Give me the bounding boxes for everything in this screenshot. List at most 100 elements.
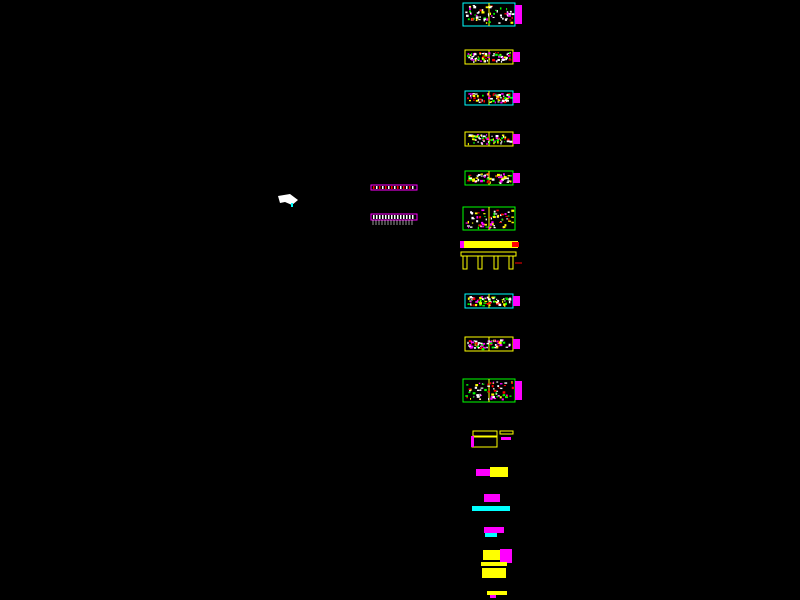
drawing-detail: [494, 344, 497, 346]
drawing-detail: [488, 52, 491, 55]
detail-mark: [484, 494, 500, 502]
drawing-detail: [482, 299, 485, 301]
drawing-detail: [490, 382, 492, 385]
drawing-detail: [470, 340, 473, 343]
drawing-detail: [487, 56, 490, 58]
detail-drawing-1: [471, 430, 514, 448]
drawing-detail: [498, 55, 501, 58]
drawing-detail: [467, 297, 470, 300]
drawing-detail: [497, 98, 500, 101]
drawing-detail: [511, 381, 513, 384]
elevation-column: [462, 255, 468, 270]
drawing-detail: [500, 174, 502, 177]
elevation-sheet[interactable]: [460, 241, 522, 270]
detail-label-bar: [482, 568, 506, 578]
drawing-detail: [484, 215, 486, 218]
drawing-detail: [493, 389, 497, 392]
detail-label-bar: [472, 506, 510, 511]
drawing-detail: [507, 94, 510, 96]
drawing-detail: [500, 16, 502, 19]
drawing-detail: [493, 140, 496, 143]
drawing-detail: [491, 15, 493, 17]
drawing-detail: [495, 301, 499, 304]
drawing-detail: [481, 134, 483, 137]
detail-outline: [471, 436, 498, 448]
floor-plan-sheet-3[interactable]: [464, 90, 520, 106]
drawing-detail: [509, 180, 512, 183]
drawing-detail: [506, 12, 509, 15]
floor-plan-sheet-2[interactable]: [464, 49, 520, 65]
drawing-detail: [499, 344, 503, 347]
drawing-detail: [505, 298, 509, 300]
drawing-detail: [502, 391, 506, 394]
drawing-detail: [477, 212, 480, 214]
drawing-detail: [470, 388, 472, 391]
drawing-detail: [466, 225, 470, 227]
drawing-detail: [492, 388, 495, 390]
drawing-detail: [467, 97, 469, 100]
floor-plan-sheet-6[interactable]: [462, 206, 516, 231]
drawing-detail: [500, 387, 503, 390]
floor-plan-sheet-5[interactable]: [464, 170, 520, 186]
drawing-detail: [474, 344, 476, 346]
floor-plan-sheet-1[interactable]: [462, 2, 522, 27]
drawing-detail: [473, 218, 475, 220]
drawing-detail: [483, 140, 485, 142]
drawing-detail: [492, 16, 495, 19]
drawing-detail: [471, 53, 473, 56]
drawing-detail: [493, 53, 495, 55]
floor-plan-sheet-4[interactable]: [464, 131, 520, 147]
drawing-detail: [485, 297, 487, 300]
strip-detail: [409, 215, 411, 219]
drawing-detail: [476, 12, 479, 14]
drawing-detail: [502, 57, 504, 60]
floor-plan-sheet-9[interactable]: [462, 378, 522, 403]
drawing-detail: [490, 397, 493, 400]
drawing-detail: [470, 297, 474, 299]
drawing-detail: [511, 216, 514, 218]
section-strip-1: [370, 184, 418, 191]
drawing-detail: [472, 297, 476, 300]
drawing-detail: [488, 57, 490, 61]
floor-plan-sheet-7[interactable]: [464, 293, 520, 309]
drawing-detail: [474, 212, 478, 215]
drawing-detail: [496, 209, 499, 212]
detail-mark: [490, 595, 496, 598]
detail-block: [483, 550, 501, 560]
drawing-detail: [504, 137, 506, 141]
drawing-detail: [489, 95, 491, 98]
drawing-detail: [489, 101, 492, 103]
drawing-detail: [470, 342, 473, 345]
drawing-detail: [508, 13, 512, 15]
drawing-detail: [465, 222, 468, 224]
drawing-detail: [480, 221, 484, 224]
drawing-detail: [506, 394, 508, 397]
strip-detail: [412, 186, 414, 189]
drawing-detail: [472, 392, 476, 395]
drawing-detail: [480, 173, 483, 175]
drawing-detail: [471, 56, 474, 58]
drawing-detail: [506, 217, 508, 220]
drawing-detail: [500, 175, 503, 179]
drawing-detail: [489, 139, 491, 141]
floor-plan-sheet-8[interactable]: [464, 336, 520, 352]
drawing-detail: [504, 300, 506, 302]
drawing-detail: [493, 139, 495, 142]
drawing-detail: [480, 389, 482, 391]
drawing-detail: [471, 59, 475, 61]
detail-mark: [471, 436, 474, 447]
drawing-detail: [484, 54, 488, 57]
drawing-detail: [493, 300, 496, 303]
drawing-detail: [483, 54, 486, 57]
drawing-detail: [477, 226, 480, 230]
drawing-detail: [481, 137, 484, 140]
drawing-detail: [468, 56, 471, 59]
detail-block: [490, 467, 508, 477]
drawing-detail: [468, 136, 472, 138]
drawing-detail: [493, 397, 497, 400]
drawing-detail: [480, 134, 482, 137]
elevation-column: [477, 255, 483, 270]
drawing-detail: [506, 17, 508, 20]
drawing-detail: [483, 19, 485, 22]
